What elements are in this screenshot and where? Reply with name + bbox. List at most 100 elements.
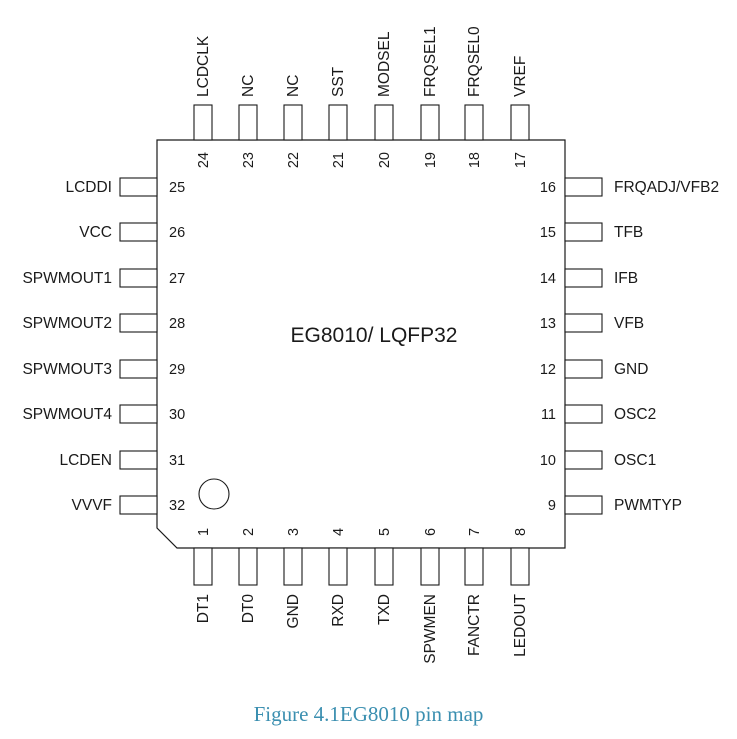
pin-23-lead [238, 104, 258, 141]
pin-8-lead [510, 547, 530, 586]
pin-31-lead [119, 450, 158, 470]
pin-18-lead [464, 104, 484, 141]
pin-10-name: OSC1 [614, 452, 656, 469]
pin-17-lead [510, 104, 530, 141]
pin-2-lead [238, 547, 258, 586]
pin-31-number: 31 [169, 453, 185, 469]
pin-21-number: 21 [331, 152, 347, 168]
pin-15-lead [564, 222, 603, 242]
pin-19-name: FRQSEL1 [422, 26, 439, 97]
pin-16-number: 16 [540, 180, 556, 196]
pin-19-lead [420, 104, 440, 141]
pin-7-number: 7 [467, 528, 483, 536]
pin-29-number: 29 [169, 362, 185, 378]
pin-21-name: SST [330, 66, 347, 97]
pin-25-number: 25 [169, 180, 185, 196]
pin-9-number: 9 [548, 498, 556, 514]
pin-5-number: 5 [377, 528, 393, 536]
pin-12-number: 12 [540, 362, 556, 378]
pin-5-lead [374, 547, 394, 586]
pin-22-number: 22 [286, 152, 302, 168]
pin-11-lead [564, 404, 603, 424]
pin-30-number: 30 [169, 407, 185, 423]
pin-6-name: SPWMEN [422, 594, 439, 664]
pin-8-name: LEDOUT [512, 593, 529, 656]
pin-10-lead [564, 450, 603, 470]
pin-29-lead [119, 359, 158, 379]
pin-14-number: 14 [540, 271, 556, 287]
pin-24-number: 24 [196, 152, 212, 168]
pin-27-number: 27 [169, 271, 185, 287]
pin-26-name: VCC [79, 224, 112, 241]
pin-11-number: 11 [541, 407, 556, 423]
pin-27-name: SPWMOUT1 [22, 270, 112, 287]
pin-17-number: 17 [513, 152, 529, 168]
pin-16-lead [564, 177, 603, 197]
pin-4-lead [328, 547, 348, 586]
pin-2-name: DT0 [240, 594, 257, 624]
pin-13-lead [564, 313, 603, 333]
pin-1-number: 1 [196, 528, 212, 536]
pin-23-number: 23 [241, 152, 257, 168]
pin-13-name: VFB [614, 315, 644, 332]
pin-9-lead [564, 495, 603, 515]
pin-29-name: SPWMOUT3 [22, 361, 112, 378]
pin-12-name: GND [614, 361, 648, 378]
pin-1-lead [193, 547, 213, 586]
pin-18-number: 18 [467, 152, 483, 168]
pin-31-name: LCDEN [59, 452, 112, 469]
pin-22-lead [283, 104, 303, 141]
pin-26-lead [119, 222, 158, 242]
pin-32-number: 32 [169, 498, 185, 514]
pin-27-lead [119, 268, 158, 288]
pin-15-name: TFB [614, 224, 643, 241]
pin-5-name: TXD [376, 594, 393, 625]
pin-10-number: 10 [540, 453, 556, 469]
pin-26-number: 26 [169, 225, 185, 241]
pin-20-lead [374, 104, 394, 141]
figure-caption: Figure 4.1EG8010 pin map [253, 702, 484, 726]
pin-32-name: VVVF [72, 497, 112, 514]
pin-12-lead [564, 359, 603, 379]
pin-24-name: LCDCLK [195, 35, 212, 97]
pin-25-lead [119, 177, 158, 197]
pin-14-lead [564, 268, 603, 288]
pin-16-name: FRQADJ/VFB2 [614, 179, 719, 196]
pin-4-name: RXD [330, 594, 347, 627]
pin-20-name: MODSEL [376, 31, 393, 97]
pin-24-lead [193, 104, 213, 141]
pin-1-name: DT1 [195, 594, 212, 623]
pin-3-lead [283, 547, 303, 586]
pin-18-name: FRQSEL0 [466, 26, 483, 97]
pin-21-lead [328, 104, 348, 141]
pin-19-number: 19 [423, 152, 439, 168]
pin-11-name: OSC2 [614, 406, 656, 423]
pin-7-name: FANCTR [466, 594, 483, 656]
pin-3-number: 3 [286, 528, 302, 536]
pin-15-number: 15 [540, 225, 556, 241]
pin-32-lead [119, 495, 158, 515]
pin-28-name: SPWMOUT2 [22, 315, 112, 332]
pin-13-number: 13 [540, 316, 556, 332]
pin-28-number: 28 [169, 316, 185, 332]
pin-3-name: GND [285, 594, 302, 628]
pin-9-name: PWMTYP [614, 497, 682, 514]
pin-20-number: 20 [377, 152, 393, 168]
pin-30-lead [119, 404, 158, 424]
pin-6-number: 6 [423, 528, 439, 536]
chip-label: EG8010/ LQFP32 [291, 324, 458, 347]
pin1-marker [198, 478, 230, 510]
pin-30-name: SPWMOUT4 [22, 406, 112, 423]
pin-8-number: 8 [513, 528, 529, 536]
pin-6-lead [420, 547, 440, 586]
pin-23-name: NC [240, 75, 257, 97]
pin-17-name: VREF [512, 56, 529, 97]
pin-7-lead [464, 547, 484, 586]
pin-4-number: 4 [331, 528, 347, 536]
pin-25-name: LCDDI [65, 179, 112, 196]
pin-2-number: 2 [241, 528, 257, 536]
pin-14-name: IFB [614, 270, 638, 287]
pin-22-name: NC [285, 75, 302, 97]
